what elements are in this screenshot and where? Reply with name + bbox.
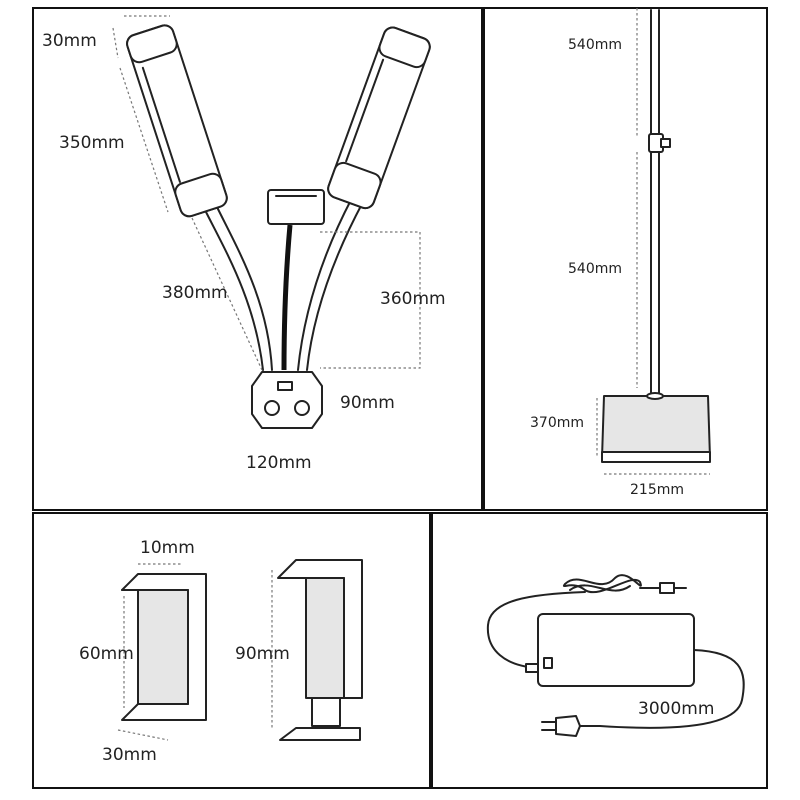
controller-box bbox=[251, 371, 323, 429]
stand-knob bbox=[660, 138, 671, 148]
light-head-panel: 30mm 350mm 380mm 360mm 90mm 120mm bbox=[42, 15, 446, 473]
panel-stand-frame bbox=[483, 7, 768, 511]
left-gooseneck-arm-inner bbox=[215, 204, 273, 371]
label-cable-length: 3000mm bbox=[638, 699, 714, 719]
left-head-bottom-cap bbox=[174, 172, 228, 218]
phone-holder-cable bbox=[281, 224, 293, 371]
controller-knob-right bbox=[294, 400, 310, 416]
label-controller-height: 90mm bbox=[340, 393, 395, 413]
panel-light-head-frame bbox=[32, 7, 483, 511]
phone-clamp-open bbox=[277, 559, 363, 741]
label-clamp-open-height: 90mm bbox=[235, 644, 290, 664]
dim-holder-height bbox=[320, 231, 421, 369]
phone-clamp-closed bbox=[121, 573, 207, 721]
label-upper-pole: 540mm bbox=[568, 37, 622, 53]
controller-display bbox=[277, 381, 293, 391]
right-gooseneck-arm-inner bbox=[306, 201, 364, 371]
label-clamp-depth: 10mm bbox=[140, 538, 195, 558]
panel-phone-clamp-frame bbox=[32, 512, 431, 789]
dim-clamp-bottom bbox=[117, 729, 169, 741]
panel-frames bbox=[32, 7, 768, 789]
label-lower-pole: 540mm bbox=[568, 261, 622, 277]
ac-plug-icon bbox=[541, 715, 581, 737]
right-head-top-cap bbox=[378, 26, 431, 69]
stand-panel: 540mm 540mm 370mm 215mm bbox=[530, 8, 711, 498]
label-holder-height: 360mm bbox=[380, 289, 446, 309]
dim-head-side bbox=[112, 27, 119, 59]
stand-base bbox=[601, 392, 711, 463]
dc-plug bbox=[659, 582, 675, 594]
ac-cable bbox=[579, 649, 745, 729]
panel-power-adapter-frame bbox=[431, 512, 768, 789]
right-head-bottom-cap bbox=[327, 161, 382, 210]
label-clamp-bottom: 30mm bbox=[102, 745, 157, 765]
dc-cable bbox=[486, 591, 586, 669]
label-arm-length: 380mm bbox=[162, 283, 228, 303]
label-base-width: 215mm bbox=[630, 482, 684, 498]
coiled-cable-icon bbox=[562, 574, 687, 594]
right-gooseneck-arm-outer bbox=[297, 197, 353, 371]
right-light-head bbox=[327, 26, 431, 210]
label-head-length: 350mm bbox=[59, 133, 125, 153]
left-head-top-cap bbox=[126, 24, 178, 64]
label-head-width: 30mm bbox=[42, 31, 97, 51]
left-gooseneck-arm-outer bbox=[204, 209, 264, 371]
left-light-head bbox=[126, 24, 228, 218]
power-adapter-panel: 3000mm bbox=[486, 574, 745, 737]
phone-clamp-panel: 10mm 60mm 90mm 30mm bbox=[79, 538, 363, 765]
phone-holder-clip bbox=[267, 189, 325, 225]
dim-head-length bbox=[119, 67, 169, 213]
label-clamp-closed-height: 60mm bbox=[79, 644, 134, 664]
adapter-brick bbox=[525, 613, 695, 687]
label-controller-width: 120mm bbox=[246, 453, 312, 473]
label-base-height: 370mm bbox=[530, 415, 584, 431]
controller-knob-left bbox=[264, 400, 280, 416]
